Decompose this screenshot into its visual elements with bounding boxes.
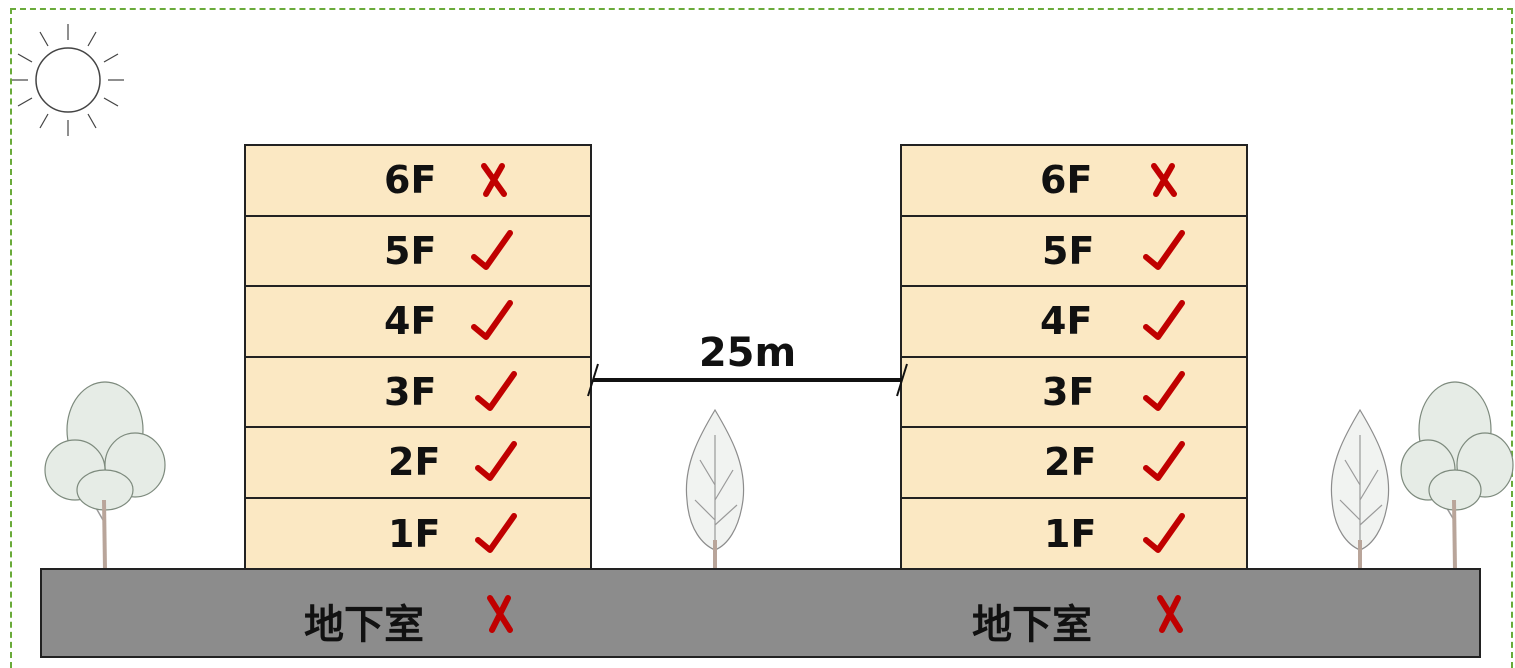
cross-icon: [481, 163, 507, 198]
checkmark-icon: [475, 512, 517, 553]
floor-label: 6F: [1040, 158, 1093, 203]
distance-label: 25m: [698, 330, 797, 376]
checkmark-icon: [475, 370, 517, 411]
checkmark-icon: [1143, 370, 1185, 411]
checkmark-icon: [1143, 300, 1185, 341]
floor-5f: 5F: [902, 217, 1246, 287]
building-left: 6F 5F 4F 3F 2F 1F: [244, 144, 592, 570]
tree-icon: [1330, 408, 1390, 570]
floor-label: 5F: [1042, 228, 1095, 273]
floor-3f: 3F: [246, 358, 590, 428]
dashed-frame: [10, 8, 1513, 668]
floor-label: 3F: [1042, 369, 1095, 414]
basement-label-left: 地下室: [304, 602, 424, 648]
checkmark-icon: [1143, 512, 1185, 553]
floor-label: 4F: [384, 299, 437, 344]
floor-5f: 5F: [246, 217, 590, 287]
tree-icon: [685, 408, 745, 570]
floor-1f: 1F: [246, 499, 590, 570]
floor-label: 2F: [1044, 440, 1097, 485]
floor-6f: 6F: [902, 146, 1246, 217]
floor-label: 2F: [388, 440, 441, 485]
distance-dimension: 25m: [585, 330, 910, 400]
floor-label: 1F: [1044, 511, 1097, 556]
floor-2f: 2F: [902, 428, 1246, 499]
basement-label-right: 地下室: [972, 602, 1092, 648]
floor-6f: 6F: [246, 146, 590, 217]
floor-label: 4F: [1040, 299, 1093, 344]
cross-icon: [1157, 595, 1183, 633]
building-right: 6F 5F 4F 3F 2F 1F: [900, 144, 1248, 570]
sun-icon: [12, 24, 124, 136]
cross-icon: [487, 595, 513, 633]
floor-label: 1F: [388, 511, 441, 556]
floor-label: 3F: [384, 369, 437, 414]
floor-4f: 4F: [246, 287, 590, 358]
cross-icon: [1151, 163, 1177, 198]
tree-icon: [44, 381, 166, 570]
checkmark-icon: [1143, 229, 1185, 270]
dimension-line: [587, 363, 908, 397]
tree-icon: [1400, 381, 1514, 570]
checkmark-icon: [471, 300, 513, 341]
checkmark-icon: [471, 229, 513, 270]
checkmark-icon: [475, 441, 517, 482]
floor-label: 6F: [384, 158, 437, 203]
floor-1f: 1F: [902, 499, 1246, 570]
floor-label: 5F: [384, 228, 437, 273]
floor-3f: 3F: [902, 358, 1246, 428]
ground-basement: 地下室 地下室: [40, 568, 1481, 658]
checkmark-icon: [1143, 441, 1185, 482]
floor-2f: 2F: [246, 428, 590, 499]
floor-4f: 4F: [902, 287, 1246, 358]
